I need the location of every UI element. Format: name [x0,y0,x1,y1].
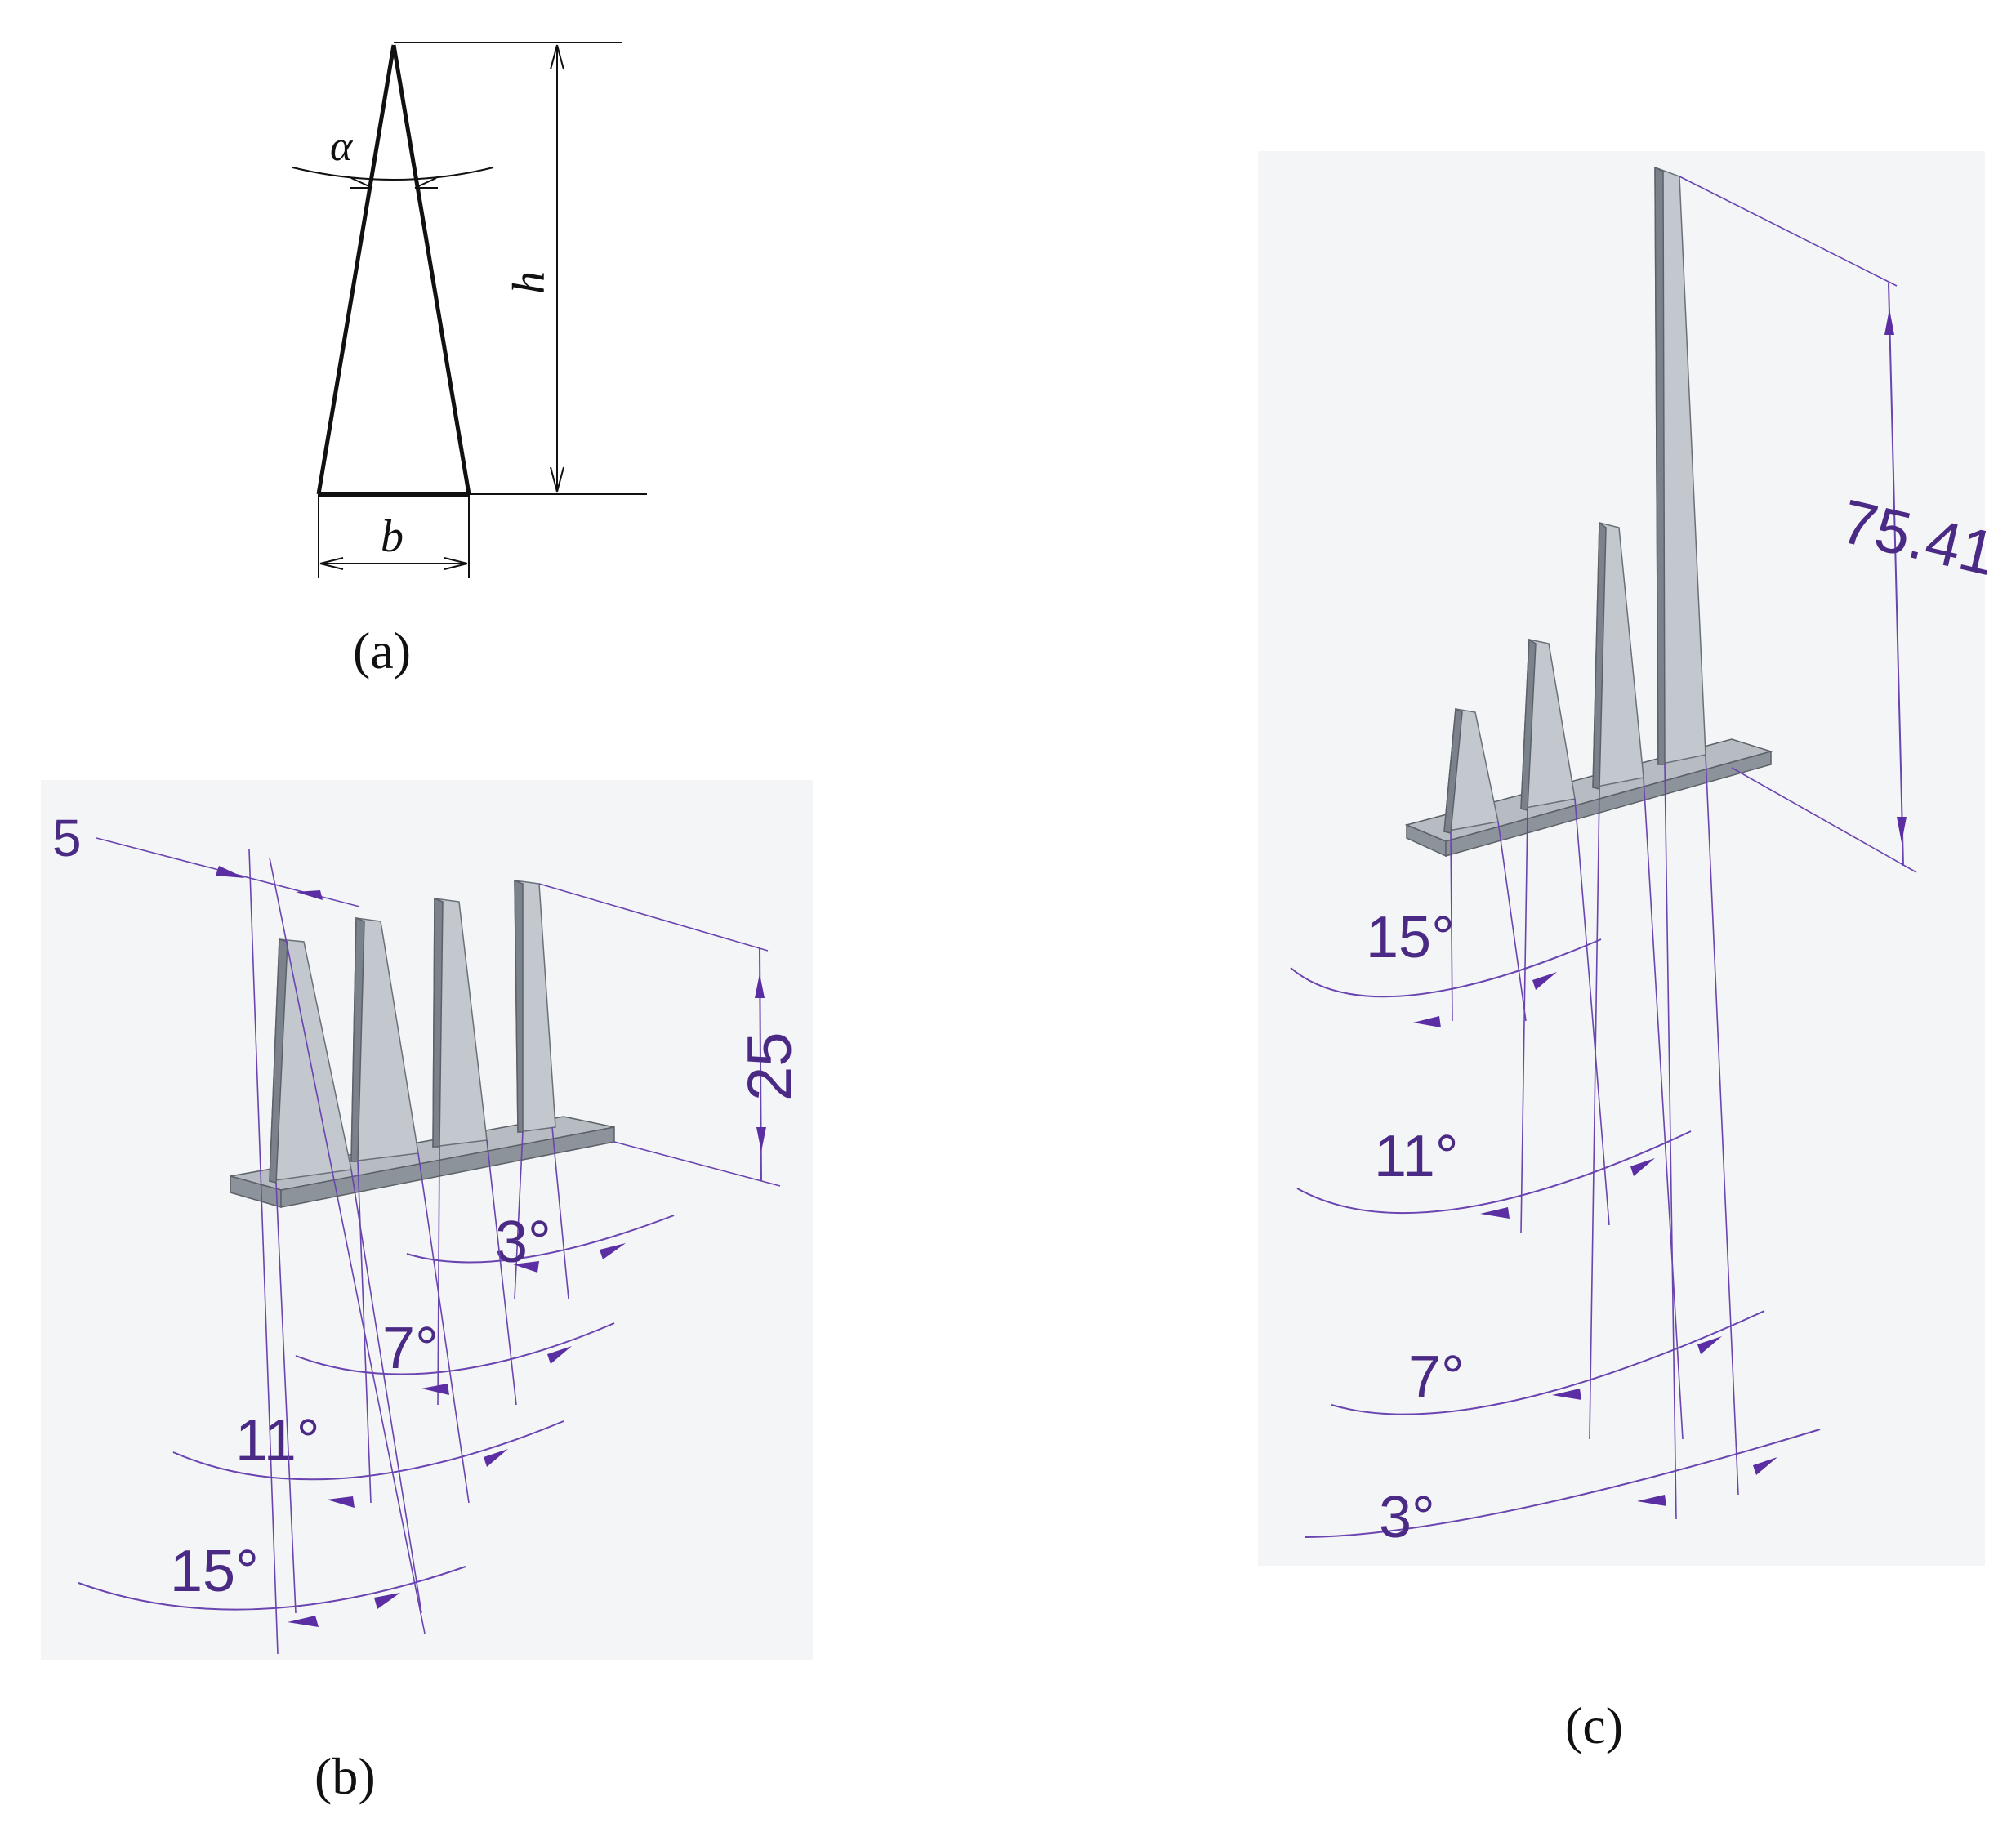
angle-3-label: 3° [495,1210,551,1275]
width-arrow-right [444,557,468,570]
arrow-c11a [1480,1207,1510,1219]
height-arrow-top [550,44,564,70]
height-c-arrow-up [1884,309,1894,335]
angle-arrow-right [414,177,438,189]
arrow-c7b [1697,1336,1722,1354]
arrow-c7a [1552,1389,1581,1400]
arrow-c3b [1753,1457,1777,1475]
arrow-c15a [1413,1016,1441,1027]
panel-b: 5 25 3° 7° [41,780,813,1805]
angle-c-7: 7° [1331,777,1765,1440]
angle-c-7-label: 7° [1408,1344,1465,1410]
panel-c: 75.41 15° 11° 7° [1258,151,2002,1754]
angle-c-15: 15° [1290,821,1602,1027]
fin-7deg [432,897,488,1148]
angle-dim-3: 3° [406,1126,675,1299]
arrow-3b [600,1243,626,1259]
angle-arrow-left [350,177,373,189]
panel-c-background [1258,151,1985,1566]
panel-b-background [41,780,813,1660]
angle-11-label: 11° [235,1408,320,1473]
height-arrow-down [756,1127,766,1152]
fin-right-edge [391,44,471,495]
angle-dim-7: 7° [295,1139,615,1406]
alpha-label: α [330,123,354,170]
spacing-arrow-right [296,890,323,900]
height-dimension: 25 [538,883,805,1187]
spacing-arrow-left [216,866,245,878]
arrow-c11b [1630,1158,1655,1176]
height-arrow-bottom [550,466,564,493]
caption-c: (c) [1565,1696,1623,1754]
angle-arc [292,167,494,181]
angle-dim-15: 15° [78,1169,466,1627]
arrow-c15b [1532,972,1557,990]
angle-c-3: 3° [1305,754,1821,1550]
fin-left-edge [316,44,396,495]
fin-3deg [514,879,556,1133]
height-value: 25 [735,1032,805,1101]
angle-c-11: 11° [1296,798,1692,1234]
width-arrow-left [319,557,344,570]
caption-a: (a) [353,622,411,680]
arrow-3a [513,1261,539,1273]
arrow-15a [288,1616,319,1627]
arrow-11a [327,1496,355,1508]
angle-15-label: 15° [170,1539,259,1604]
caption-b: (b) [314,1747,376,1805]
panel-a-schematic: α h b (a) [292,42,647,680]
arrow-c3a [1637,1495,1666,1506]
spacing-value: 5 [52,809,82,867]
angle-c-3-label: 3° [1379,1485,1435,1550]
b-label: b [381,511,404,562]
fin-c-3deg [1654,166,1706,765]
arrow-7a [421,1384,449,1395]
spacing-dimension: 5 [52,809,426,1655]
angle-dim-11: 11° [172,1152,564,1508]
height-arrow-up [755,974,765,998]
arrow-15b [374,1593,400,1609]
height-c-arrow-down [1897,817,1907,843]
angle-7-label: 7° [382,1316,439,1381]
h-label: h [504,271,555,294]
arrow-7b [547,1346,572,1364]
angle-c-15-label: 15° [1366,905,1455,970]
arrow-11b [484,1449,508,1467]
angle-c-11-label: 11° [1374,1124,1459,1189]
